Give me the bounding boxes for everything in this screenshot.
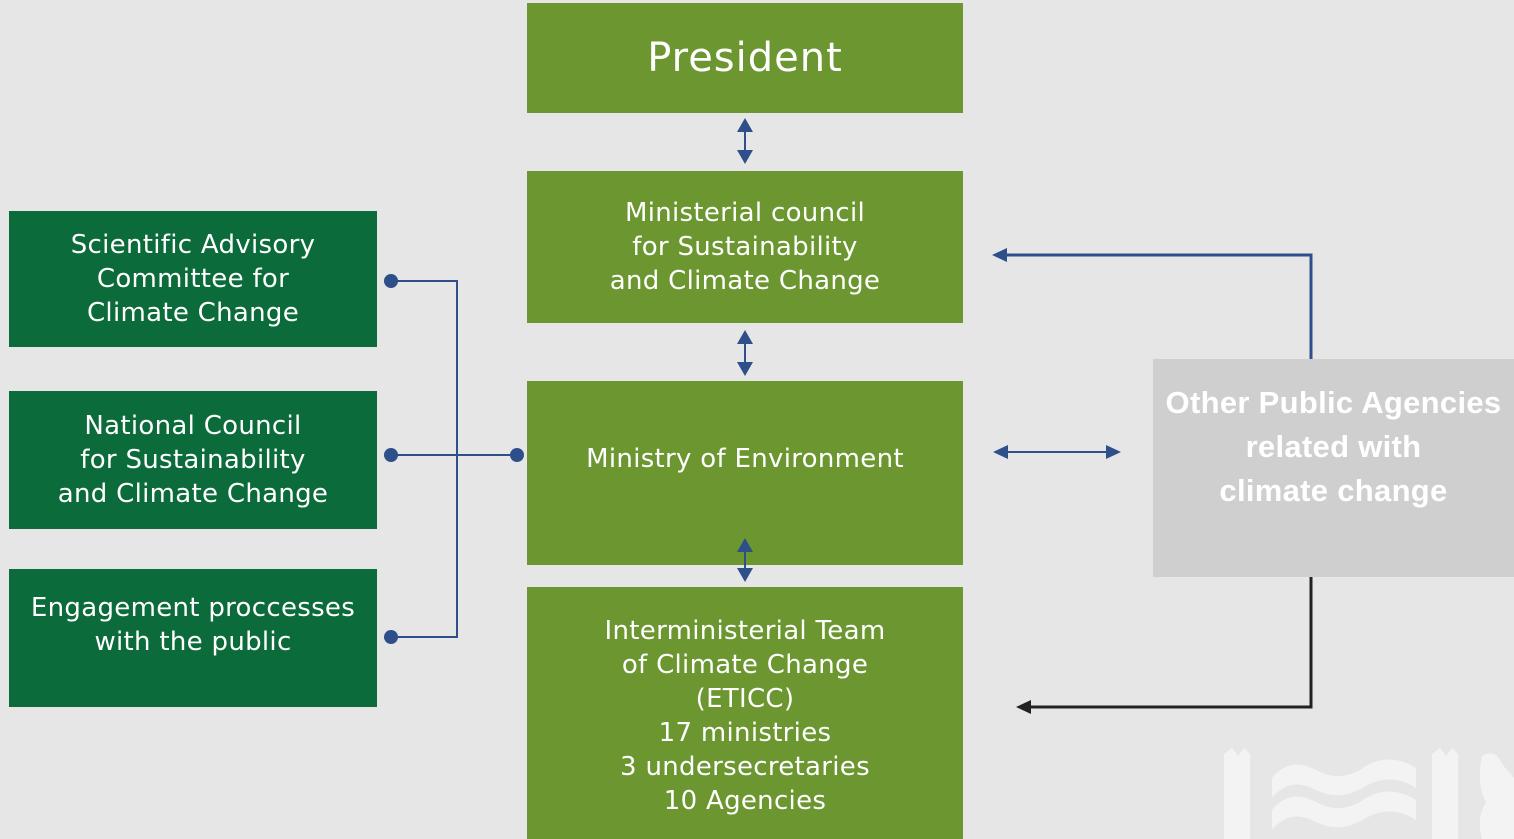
national-council-box: National Council for Sustainability and …: [9, 391, 377, 529]
scientific-committee-label: Scientific Advisory Committee for Climat…: [70, 230, 316, 328]
president-council-arrow: [737, 118, 753, 164]
ministerial-council-label: Ministerial council for Sustainability a…: [609, 198, 881, 296]
watermark-logo: [1224, 748, 1514, 839]
president-label: President: [647, 35, 843, 81]
council-ministry-arrow: [737, 330, 753, 376]
other-agencies-box: Other Public Agencies related with clima…: [1153, 359, 1514, 577]
agencies-council-connector: [992, 248, 1313, 359]
eticc-box: Interministerial Team of Climate Change …: [527, 587, 963, 839]
engagement-label: Engagement proccesses with the public: [30, 593, 356, 657]
ministerial-council-box: Ministerial council for Sustainability a…: [527, 171, 963, 323]
president-box: President: [527, 3, 963, 113]
engagement-box: Engagement proccesses with the public: [9, 569, 377, 707]
other-agencies-label: Other Public Agencies related with clima…: [1165, 385, 1502, 508]
agencies-eticc-connector: [1016, 577, 1313, 714]
left-bracket-connector: [384, 274, 524, 644]
ministry-agencies-arrow: [993, 445, 1121, 459]
ministry-environment-label: Ministry of Environment: [586, 444, 904, 474]
national-council-label: National Council for Sustainability and …: [57, 411, 329, 509]
ministry-environment-box: Ministry of Environment: [527, 381, 963, 565]
ministry-eticc-arrow: [737, 538, 753, 582]
scientific-committee-box: Scientific Advisory Committee for Climat…: [9, 211, 377, 347]
eticc-label: Interministerial Team of Climate Change …: [604, 616, 886, 816]
